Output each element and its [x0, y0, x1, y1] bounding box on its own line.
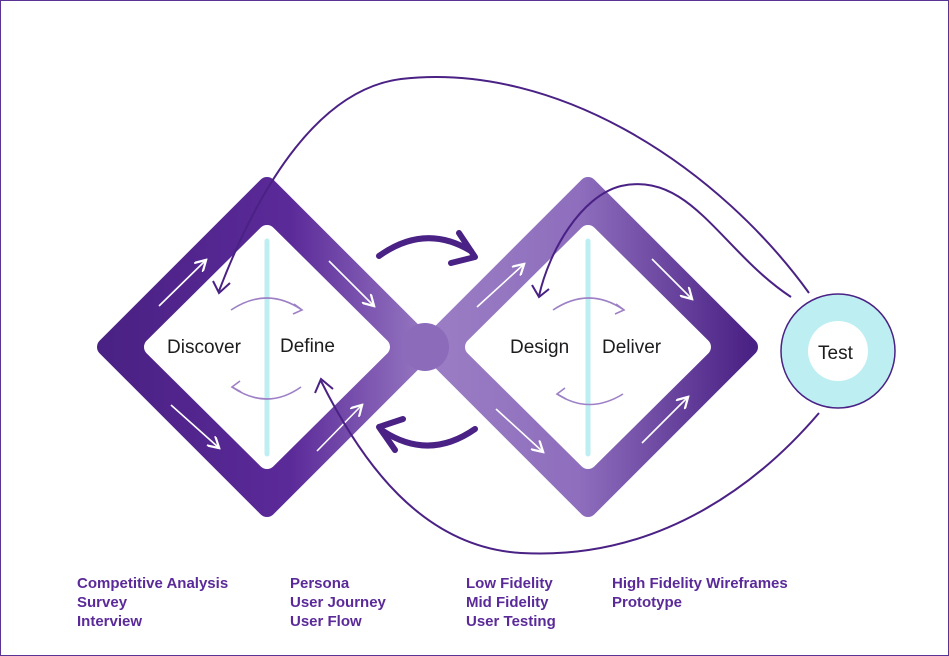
method-item: High Fidelity Wireframes [612, 575, 788, 592]
discover-label: Discover [167, 337, 241, 358]
iteration-arcs [230, 297, 626, 406]
feedback-loops [212, 76, 820, 555]
test-node [780, 293, 896, 409]
method-item: Prototype [612, 594, 683, 611]
edge-arrows [158, 259, 691, 451]
method-item: Persona [290, 575, 350, 592]
design-label: Design [510, 337, 570, 358]
junction-node [401, 323, 449, 371]
method-item: User Journey [290, 594, 386, 611]
method-item: Survey [77, 594, 128, 611]
method-item: User Flow [290, 613, 362, 630]
test-label: Test [818, 343, 853, 364]
method-item: Interview [77, 613, 143, 630]
define-label: Define [280, 336, 335, 357]
method-item: Mid Fidelity [466, 594, 549, 611]
deliver-methods: High Fidelity Wireframes Prototype [612, 574, 788, 612]
transition-arrows [376, 230, 478, 453]
method-item: Competitive Analysis [77, 575, 229, 592]
discover-methods: Competitive Analysis Survey Interview [77, 574, 228, 631]
method-item: User Testing [466, 613, 556, 630]
define-methods: Persona User Journey User Flow [290, 574, 386, 631]
deliver-label: Deliver [602, 337, 662, 358]
method-item: Low Fidelity [466, 575, 553, 592]
design-methods: Low Fidelity Mid Fidelity User Testing [466, 574, 556, 631]
